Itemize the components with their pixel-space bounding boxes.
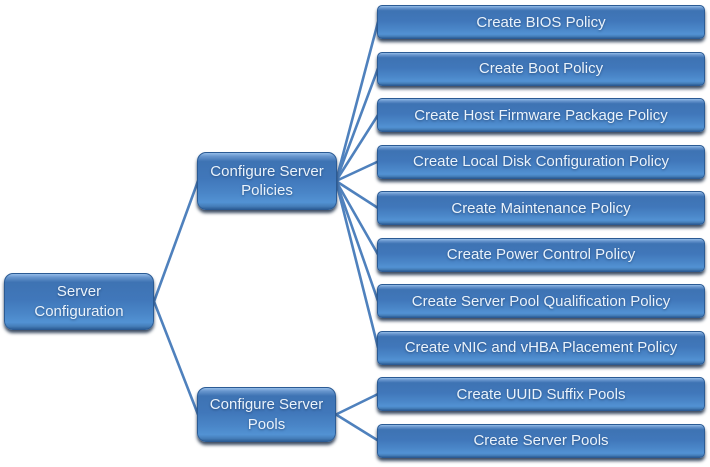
task-node-create-local-disk-configuration-policy: Create Local Disk Configuration Policy [377, 144, 705, 179]
task-node-label: Create Server Pools [473, 432, 609, 449]
connector-branch1-child4 [334, 160, 380, 183]
connector-root-branch1 [152, 179, 200, 303]
task-node-create-bios-policy: Create BIOS Policy [377, 5, 705, 39]
connector-root-branch2 [152, 300, 200, 416]
task-node-label: Create BIOS Policy [476, 13, 606, 31]
node-label: Configure Server Pools [209, 396, 324, 433]
connector-branch1-child8 [334, 179, 380, 349]
node-configure-server-policies: Configure Server Policies [197, 152, 337, 210]
task-node-label: Create vNIC and vHBA Placement Policy [404, 339, 678, 356]
node-label: Configure Server Policies [210, 162, 324, 200]
task-node-create-power-control-policy: Create Power Control Policy [377, 237, 705, 272]
connector-branch1-child2 [334, 67, 380, 183]
task-node-create-server-pool-qualification-policy: Create Server Pool Qualification Policy [377, 284, 705, 318]
task-node-create-boot-policy: Create Boot Policy [377, 51, 705, 86]
task-node-label: Create Host Firmware Package Policy [414, 106, 668, 124]
task-node-label: Create Power Control Policy [446, 246, 636, 263]
connector-branch1-child7 [334, 179, 380, 303]
connector-branch1-child1 [334, 20, 380, 183]
task-node-create-maintenance-policy: Create Maintenance Policy [377, 191, 705, 225]
connector-branch1-child5 [334, 179, 380, 210]
task-node-label: Create Maintenance Policy [451, 199, 631, 217]
task-node-create-vnic-and-vhba-placement-policy: Create vNIC and vHBA Placement Policy [377, 330, 705, 365]
connector-branch1-child6 [334, 179, 380, 256]
task-node-label: Create Boot Policy [478, 60, 604, 77]
connector-branch2-child1 [334, 392, 380, 416]
node-label: Server Configuration [34, 283, 124, 320]
task-node-create-host-firmware-package-policy: Create Host Firmware Package Policy [377, 98, 705, 132]
task-node-label: Create Server Pool Qualification Policy [411, 292, 671, 310]
connector-branch2-child2 [334, 413, 380, 442]
task-node-create-server-pools: Create Server Pools [377, 423, 705, 458]
connector-branch1-child3 [334, 113, 380, 183]
node-configure-server-pools: Configure Server Pools [197, 387, 336, 442]
task-node-label: Create UUID Suffix Pools [456, 385, 626, 403]
task-node-label: Create Local Disk Configuration Policy [413, 153, 669, 170]
task-node-create-uuid-suffix-pools: Create UUID Suffix Pools [377, 377, 705, 411]
node-server-configuration: Server Configuration [4, 273, 154, 330]
